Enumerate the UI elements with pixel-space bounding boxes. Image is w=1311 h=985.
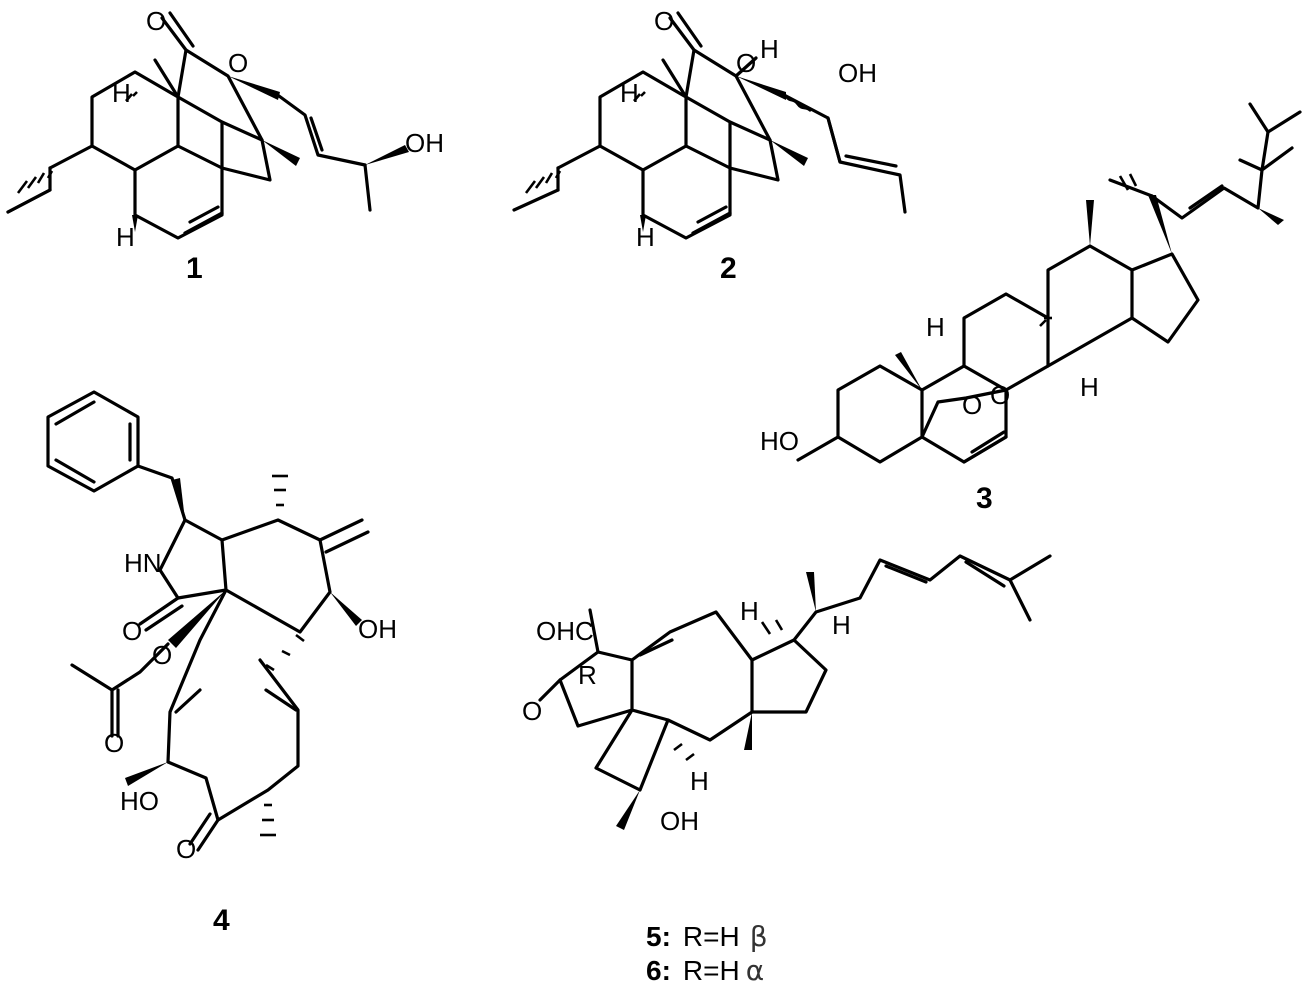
caption-compound-6: 6: R=H α: [646, 954, 764, 985]
hydrogen-label-bottom: H: [116, 222, 135, 252]
hydroxyl-label: OH: [838, 58, 877, 88]
hydroxyl-label-lower: HO: [120, 786, 159, 816]
compound-number-1: 1: [186, 252, 203, 285]
hydrogen-label-top: H: [112, 78, 131, 108]
aldehyde-label: OHC: [536, 616, 594, 646]
carbonyl-oxygen-label: O: [146, 6, 166, 36]
ketone-oxygen-label: O: [522, 696, 542, 726]
hydroxyl-label: OH: [358, 614, 397, 644]
r-group-label: R: [578, 660, 597, 690]
svg-text:6: R=H α: 6: R=H α: [646, 954, 764, 985]
hydrogen-label-14: H: [1080, 372, 1099, 402]
hydrogen-label-a: H: [740, 596, 759, 626]
ester-oxygen-label: O: [152, 640, 172, 670]
ring-oxygen-label: O: [228, 48, 248, 78]
ketone-oxygen-label: O: [176, 834, 196, 864]
peroxide-oxygen-label-2: O: [990, 380, 1010, 410]
compound-2-structure: O O H OH H H 2: [512, 6, 907, 285]
hydroxyl-label: HO: [760, 426, 799, 456]
hydroxyl-label: OH: [405, 128, 444, 158]
hydrogen-label-b: H: [832, 610, 851, 640]
compound-number-3: 3: [976, 482, 993, 515]
lactam-oxygen-label: O: [122, 616, 142, 646]
carbonyl-oxygen-label: O: [654, 6, 674, 36]
caption-6-greek: α: [746, 954, 764, 985]
hydrogen-label-c: H: [690, 766, 709, 796]
compound-number-2: 2: [720, 252, 737, 285]
hydrogen-label-9: H: [926, 312, 945, 342]
svg-text:5: R=H β: 5: R=H β: [646, 920, 768, 953]
hydrogen-label-bottom: H: [636, 222, 655, 252]
caption-5-text: R=H: [683, 921, 740, 952]
acetyl-oxygen-label: O: [104, 728, 124, 758]
caption-5-greek: β: [750, 920, 768, 953]
compound-4-structure: HN O O O OH HO O 4: [46, 390, 397, 937]
caption-6-text: R=H: [683, 955, 740, 985]
caption-6-label: 6:: [646, 955, 671, 985]
peroxide-oxygen-label-1: O: [962, 390, 982, 420]
amide-nh-label: HN: [124, 548, 162, 578]
caption-compound-5: 5: R=H β: [646, 920, 768, 953]
compound-3-structure: O O HO H H 3: [760, 102, 1302, 515]
caption-5-label: 5:: [646, 921, 671, 952]
hydroxyl-label: OH: [660, 806, 699, 836]
ring-oxygen-label: O: [736, 48, 756, 78]
hydrogen-label-c: H: [760, 34, 779, 64]
compound-1-structure: O O OH H H 1: [6, 6, 444, 285]
hydrogen-label-top: H: [620, 78, 639, 108]
compound-number-4: 4: [213, 904, 230, 937]
compound-5-6-structure: OHC R O OH H H H: [522, 554, 1052, 836]
